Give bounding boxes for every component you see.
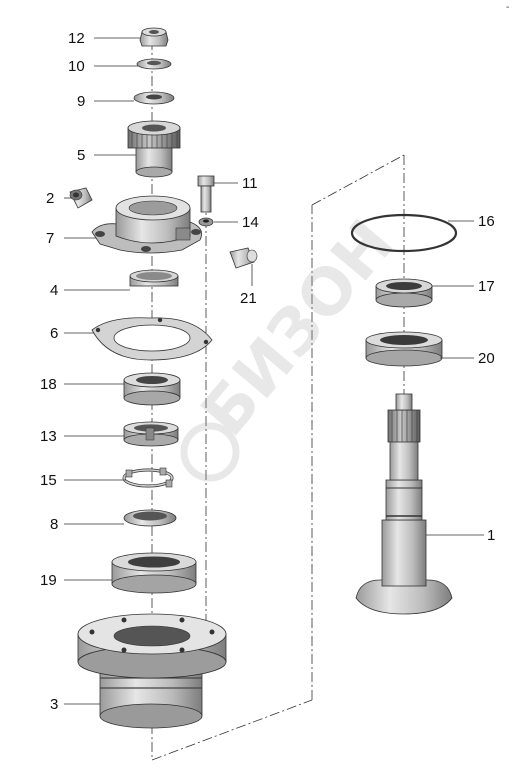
part-3-housing	[77, 613, 227, 729]
callout-labels: 12 10 9 5 2 7 4 6 18 13 15 8 19 3 11 14 …	[40, 30, 495, 713]
callout-7: 7	[46, 230, 54, 247]
callout-11: 11	[242, 175, 258, 192]
callout-14: 14	[242, 214, 259, 231]
part-2-plug	[69, 187, 93, 209]
callout-9: 9	[77, 93, 85, 110]
part-17-seal	[375, 278, 433, 308]
part-5-gear	[127, 120, 181, 178]
callout-17: 17	[478, 278, 495, 295]
leader-lines	[64, 37, 484, 705]
part-8-ring	[123, 509, 177, 527]
part-15-tab-washer	[122, 467, 174, 488]
callout-13: 13	[40, 428, 57, 445]
callout-1: 1	[487, 527, 495, 544]
part-19-bearing	[111, 552, 197, 594]
part-13-locknut	[123, 421, 179, 447]
callout-16: 16	[478, 213, 495, 230]
callout-4: 4	[50, 282, 58, 299]
link-guide-bottom	[151, 699, 313, 761]
svg-text:БИЗОН: БИЗОН	[188, 207, 409, 451]
callout-12: 12	[68, 30, 85, 47]
part-6-gasket	[91, 317, 213, 361]
part-7-housing-cover	[91, 195, 203, 254]
part-12-nut	[139, 27, 169, 47]
part-20-bearing	[365, 331, 443, 367]
callout-8: 8	[50, 516, 58, 533]
callout-10: 10	[68, 58, 85, 75]
part-14-washer	[198, 217, 214, 227]
callout-2: 2	[46, 190, 54, 207]
callout-21: 21	[240, 290, 257, 307]
part-10-washer	[136, 58, 172, 70]
callout-20: 20	[478, 350, 495, 367]
callout-19: 19	[40, 572, 57, 589]
callout-15: 15	[40, 472, 57, 489]
callout-18: 18	[40, 376, 57, 393]
part-11-bolt	[197, 175, 215, 213]
part-16-oring	[350, 213, 458, 253]
part-1-shaft	[355, 393, 453, 615]
link-guide-top	[311, 154, 405, 206]
callout-6: 6	[50, 325, 58, 342]
part-21-fitting	[229, 247, 258, 269]
part-4-ring	[129, 269, 179, 287]
callout-5: 5	[77, 147, 85, 164]
part-9-washer	[133, 91, 175, 105]
part-18-bearing	[123, 372, 181, 406]
callout-3: 3	[50, 696, 58, 713]
corner-mark: -	[506, 2, 509, 13]
